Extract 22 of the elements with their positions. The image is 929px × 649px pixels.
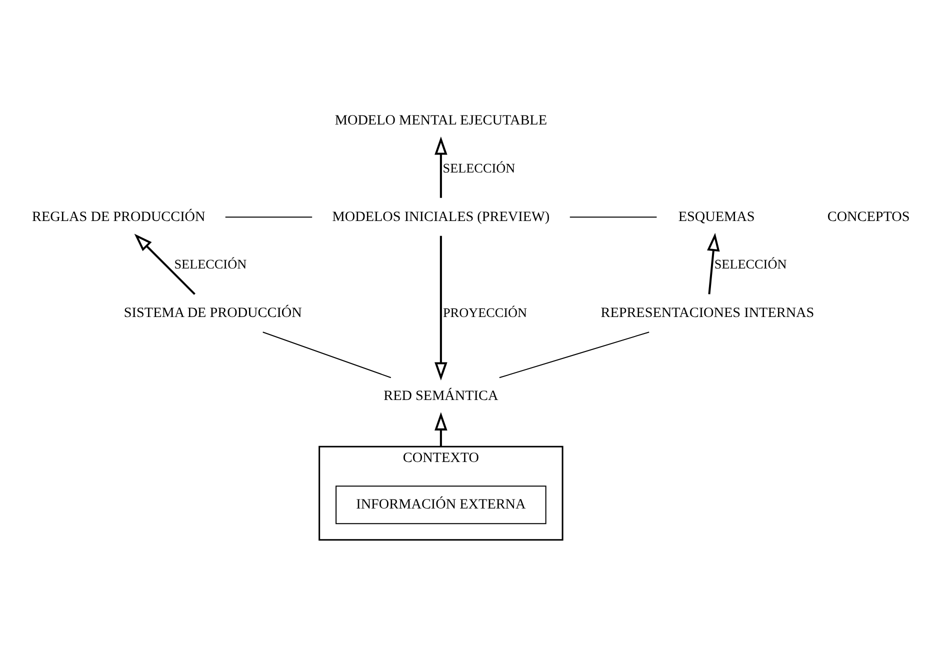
edge-label: PROYECCIÓN [442, 304, 528, 320]
arrow [134, 233, 196, 294]
connector [225, 216, 312, 218]
connector [570, 216, 657, 218]
node-text: ESQUEMAS [678, 208, 755, 224]
node-text: MODELO MENTAL EJECUTABLE [334, 112, 547, 128]
arrow [434, 136, 448, 198]
edge-label: SELECCIÓN [442, 160, 516, 175]
arrow [434, 235, 448, 380]
edge-label: SELECCIÓN [714, 256, 787, 272]
connector [499, 331, 650, 378]
arrow [707, 232, 720, 294]
node-text: MODELOS INICIALES (PREVIEW) [332, 208, 550, 224]
node-text: RED SEMÁNTICA [384, 388, 498, 404]
arrow [434, 412, 448, 446]
node-text: REPRESENTACIONES INTERNAS [600, 304, 814, 321]
connector [262, 331, 392, 378]
node-text: SISTEMA DE PRODUCCIÓN [124, 304, 302, 321]
node-text: REGLAS DE PRODUCCIÓN [32, 208, 206, 224]
node-box: INFORMACIÓN EXTERNA [336, 485, 546, 524]
edge-label: SELECCIÓN [174, 256, 247, 272]
label: CONCEPTOS [827, 208, 910, 224]
